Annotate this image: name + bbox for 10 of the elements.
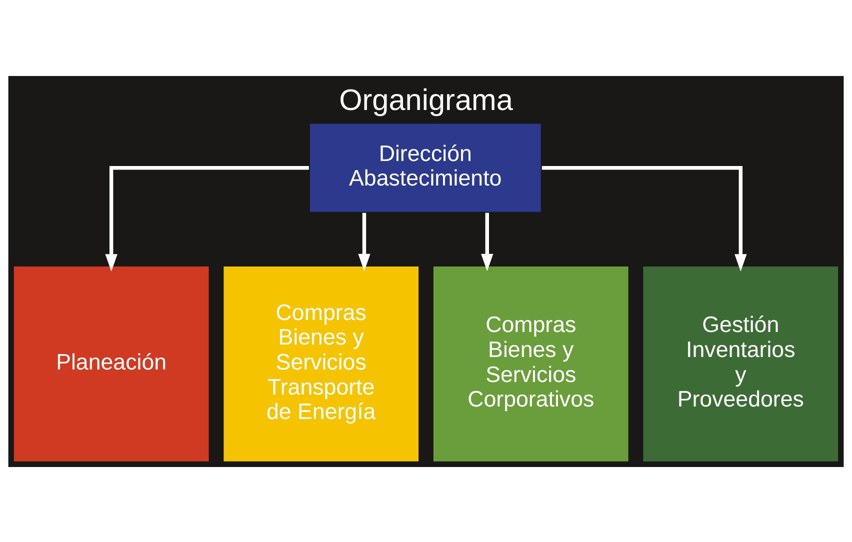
node-box: Planeación — [12, 264, 210, 462]
arrow — [358, 212, 370, 271]
node-box: Dirección Abastecimiento — [308, 122, 542, 213]
node-box: Gestión Inventarios y Proveedores — [642, 264, 840, 462]
arrow — [105, 166, 309, 272]
arrow — [542, 166, 747, 272]
diagram-title: Organigrama — [339, 83, 513, 116]
node-box: Compras Bienes y Servicios Corporativos — [432, 264, 630, 462]
arrow — [481, 212, 494, 271]
node-box: Compras Bienes y Servicios Transporte de Energía — [222, 264, 420, 462]
